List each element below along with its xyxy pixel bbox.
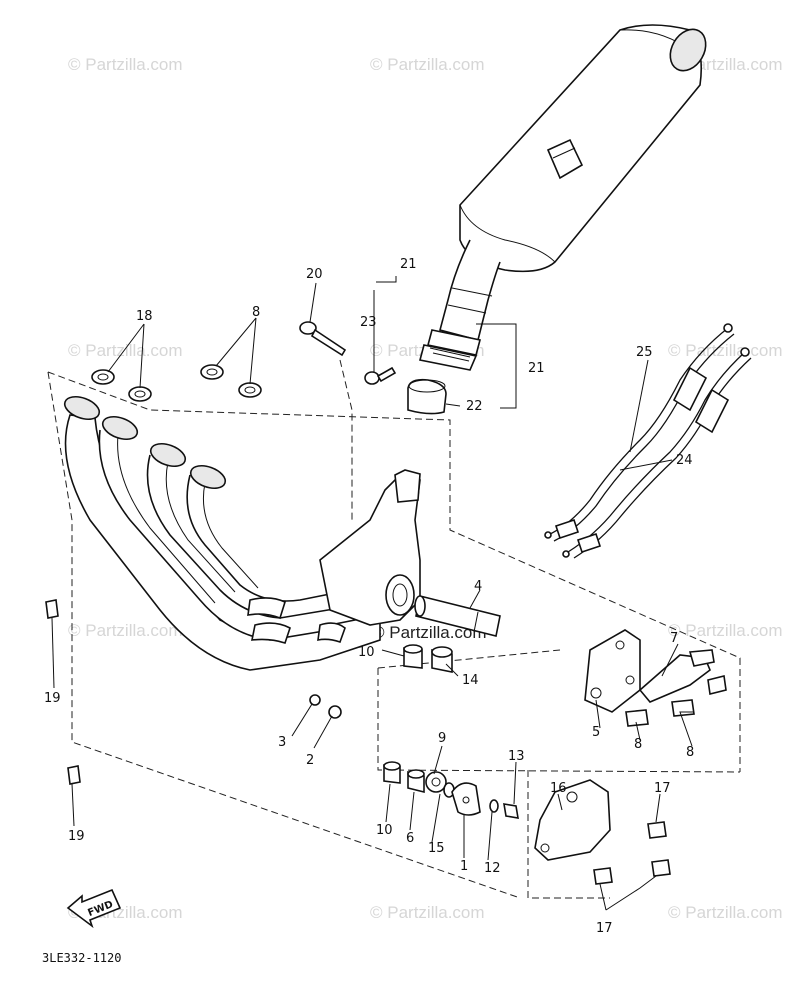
callout-22: 22 — [466, 399, 483, 414]
leader-lines — [51, 276, 694, 911]
callout-21-right: 21 — [528, 361, 545, 376]
diagram-code: 3LE332-1120 — [42, 951, 121, 965]
callout-8-top: 8 — [252, 305, 260, 320]
gaskets-18 — [91, 369, 152, 402]
watermarks: © Partzilla.com © Partzilla.com © Partzi… — [68, 55, 783, 922]
callout-13: 13 — [508, 749, 525, 764]
callout-1: 1 — [460, 859, 468, 874]
cap-nuts-19 — [45, 599, 81, 785]
callout-24: 24 — [676, 453, 693, 468]
callout-2: 2 — [306, 753, 314, 768]
watermark: © Partzilla.com — [668, 341, 783, 360]
callout-6: 6 — [406, 831, 414, 846]
callout-17-upper: 17 — [654, 781, 671, 796]
callout-19-upper: 19 — [44, 691, 61, 706]
callout-20: 20 — [306, 267, 323, 282]
bracket-16 — [534, 779, 671, 885]
watermark-center: © Partzilla.com — [372, 623, 487, 642]
callout-9: 9 — [438, 731, 446, 746]
gaskets-8-top — [200, 364, 262, 398]
exhaust-headers — [63, 395, 421, 671]
callout-19-lower: 19 — [68, 829, 85, 844]
callout-7: 7 — [670, 631, 678, 646]
bolts-2-3 — [309, 694, 342, 719]
throttle-cables — [544, 323, 752, 559]
watermark: © Partzilla.com — [68, 621, 183, 640]
callout-8-right: 8 — [686, 745, 694, 760]
watermark: © Partzilla.com — [370, 55, 485, 74]
callout-14: 14 — [462, 673, 479, 688]
watermark: © Partzilla.com — [68, 55, 183, 74]
watermark: © Partzilla.com — [68, 341, 183, 360]
callout-5: 5 — [592, 725, 600, 740]
callout-21-top: 21 — [400, 257, 417, 272]
watermark: © Partzilla.com — [668, 903, 783, 922]
callout-8-mid: 8 — [634, 737, 642, 752]
lower-stay-assembly — [383, 761, 519, 819]
callout-23: 23 — [360, 315, 377, 330]
callout-numbers: 18 8 20 21 23 21 22 25 24 4 10 14 7 5 8 … — [44, 257, 694, 936]
watermark: © Partzilla.com — [668, 621, 783, 640]
callout-12: 12 — [484, 861, 501, 876]
bolt-23 — [364, 366, 397, 385]
bolt-20 — [299, 321, 347, 357]
callout-15: 15 — [428, 841, 445, 856]
callout-10-upper: 10 — [358, 645, 375, 660]
watermark: © Partzilla.com — [370, 903, 485, 922]
callout-18: 18 — [136, 309, 153, 324]
dashed-outlines — [47, 359, 741, 899]
callout-17-lower: 17 — [596, 921, 613, 936]
callout-16: 16 — [550, 781, 567, 796]
header-flanges — [63, 395, 227, 490]
muffler — [419, 24, 707, 371]
collars-10-14 — [403, 644, 453, 673]
pipe-4 — [414, 595, 501, 637]
gasket-22 — [407, 378, 447, 415]
callout-3: 3 — [278, 735, 286, 750]
bracket-5 — [584, 629, 727, 727]
callout-25: 25 — [636, 345, 653, 360]
callout-4: 4 — [474, 579, 482, 594]
callout-10-lower: 10 — [376, 823, 393, 838]
